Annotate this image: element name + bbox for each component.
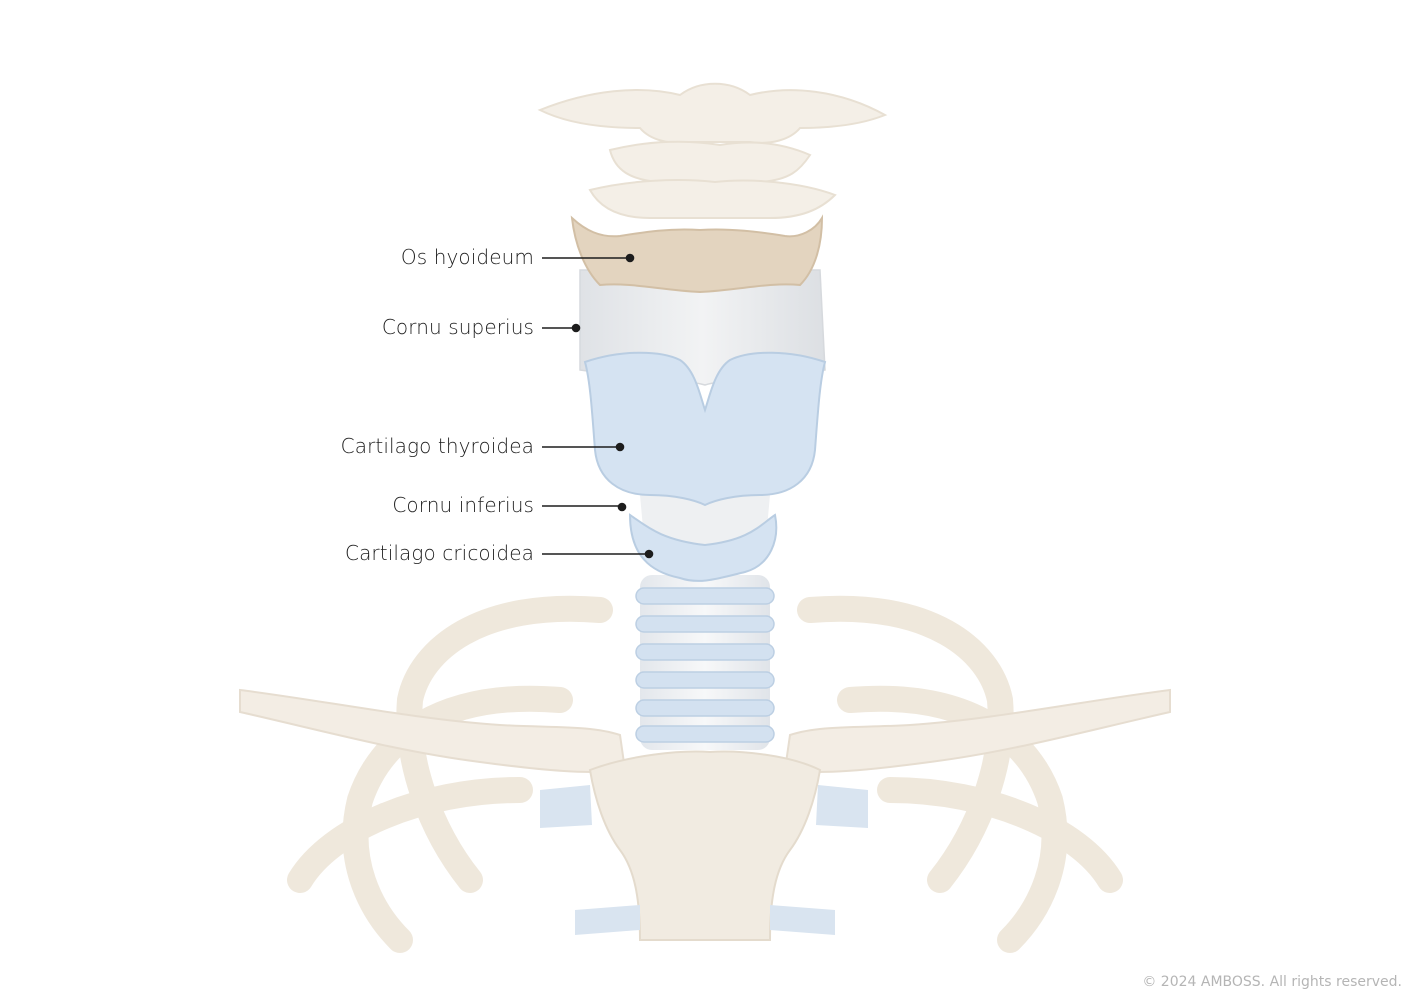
- costal-cartilages: [540, 785, 868, 935]
- trachea: [635, 575, 775, 750]
- leader-dot-cornu-inferius: [617, 502, 627, 512]
- label-cartilago-thyroidea: Cartilago thyroidea: [340, 434, 534, 458]
- label-cartilago-cricoidea: Cartilago cricoidea: [345, 541, 534, 565]
- thyroid-cartilage: [583, 351, 827, 507]
- label-cornu-superius: Cornu superius: [381, 315, 534, 339]
- leader-dot-cartilago-cricoidea: [644, 549, 654, 559]
- label-os-hyoideum: Os hyoideum: [400, 245, 534, 269]
- copyright-notice: © 2024 AMBOSS. All rights reserved.: [1142, 974, 1402, 990]
- leader-dot-cartilago-thyroidea: [615, 442, 625, 452]
- leader-dot-os-hyoideum: [625, 253, 635, 263]
- hyoid-bone: [570, 214, 824, 294]
- label-cornu-inferius: Cornu inferius: [392, 493, 534, 517]
- cervical-vertebrae: [537, 82, 888, 219]
- sternum: [588, 750, 822, 941]
- clavicles: [239, 688, 1171, 773]
- cricoid-cartilage: [628, 513, 778, 582]
- leader-dot-cornu-superius: [571, 323, 581, 333]
- rib-cage: [287, 595, 1123, 953]
- cricothyroid-membrane: [640, 495, 770, 550]
